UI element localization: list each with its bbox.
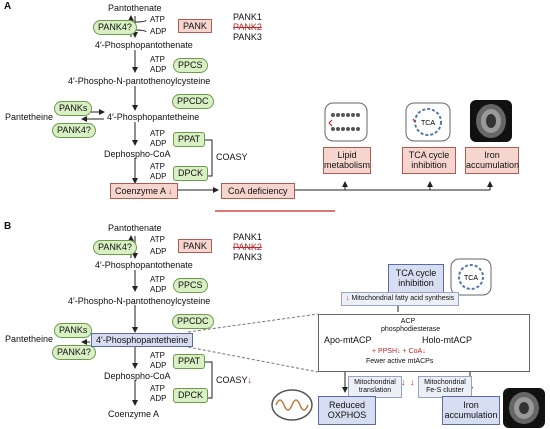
adp-label: ADP [150,27,167,36]
pantothenate-label: Pantothenate [108,223,162,233]
panel-a-label: A [4,1,12,12]
dephospho-coa-label: Dephospho-CoA [104,149,171,159]
phosphopantothenate-label: 4′-Phosphopantothenate [95,260,193,270]
pank-enzyme: PANK [178,19,212,34]
lipid-metabolism-box: Lipid metabolism [323,147,371,174]
pank-enzyme: PANK [178,239,212,254]
coenzyme-a-label: Coenzyme A [115,186,166,196]
adp-label: ADP [150,65,167,74]
pantetheine-label: Pantetheine [5,334,54,344]
pank4-enzyme: PANK4? [93,240,137,255]
adp-label: ADP [150,139,167,148]
mito-fas-box: ↓ Mitochondrial fatty acid synthesis [341,292,460,307]
atp-label: ATP [150,15,165,24]
pantetheine-label: Pantetheine [5,112,54,122]
adp-label: ADP [150,172,167,181]
pank1-label: PANK1 [233,232,262,242]
decrease-arrow: ↓ [346,295,350,302]
phosphopantothenate-label: 4′-Phosphopantothenate [95,40,193,50]
holo-mtacp-label: Holo-mtACP [422,335,473,345]
tca-icon-text: TCA [464,275,478,282]
pank4-enzyme: PANK4? [93,20,137,35]
coasy-label: COASY↓ [216,376,252,385]
coa-deficiency-box: CoA deficiency [221,183,295,200]
lipid-bilayer-icon [324,102,368,142]
ppsh-coa-label: + PPSH↓ + CoA↓ [372,348,426,355]
brain-mri-icon [470,100,512,142]
fewer-active-label: Fewer active mtACPs [366,358,434,365]
atp-label: ATP [150,235,165,244]
brain-mri-icon [503,388,545,428]
tca-cycle-icon: TCA [405,102,451,142]
pank4-enzyme: PANK4? [52,345,96,360]
mito-translation-box: Mitochondrial translation [348,376,402,399]
pank2-label: PANK2 [233,22,262,32]
decrease-arrow: ↓ [410,377,415,387]
decrease-arrow: ↓ [401,377,406,387]
tca-icon-text: TCA [421,120,435,127]
phosphopantetheine-label: 4′-Phosphopantetheine [107,112,200,122]
coenzyme-a-label: Coenzyme A [108,409,160,419]
ppcdc-enzyme: PPCDC [172,94,214,109]
ppcs-enzyme: PPCS [173,58,208,73]
phosphopantothenoylcysteine-label: 4′-Phospho-N-pantothenoylcysteine [68,296,211,306]
mito-acp-panel [318,314,530,372]
coasy-label: COASY [216,152,248,162]
adp-label: ADP [150,394,167,403]
iron-accumulation-box: Iron accumulation [442,396,500,425]
panks-enzyme: PANKs [54,323,93,338]
dpck-enzyme: DPCK [173,166,209,181]
acp-pde-label: ACP phosphodiesterase [381,318,441,334]
atp-label: ATP [150,384,165,393]
ppcs-enzyme: PPCS [173,278,208,293]
pank4-enzyme: PANK4? [52,123,96,138]
atp-label: ATP [150,55,165,64]
atp-label: ATP [150,129,165,138]
phosphopantothenoylcysteine-label: 4′-Phospho-N-pantothenoylcysteine [68,76,211,86]
coasy-text: COASY [216,375,248,385]
panks-enzyme: PANKs [54,101,93,116]
ppat-enzyme: PPAT [173,132,206,147]
panel-b-label: B [4,221,12,232]
mito-fas-label: Mitochondrial fatty acid synthesis [351,295,455,302]
pantothenate-label: Pantothenate [108,3,162,13]
iron-accumulation-box: Iron accumulation [465,147,519,174]
tca-inhibition-box: TCA cycle inhibition [388,264,444,293]
atp-label: ATP [150,162,165,171]
atp-label: ATP [150,275,165,284]
tca-cycle-icon: TCA [450,258,492,296]
decrease-arrow: ↓ [168,186,173,196]
decrease-arrow: ↓ [247,375,253,385]
pank1-label: PANK1 [233,12,262,22]
pank3-label: PANK3 [233,252,262,262]
coenzyme-a-box: Coenzyme A ↓ [110,183,178,200]
dpck-enzyme: DPCK [173,388,209,403]
mito-fes-box: Mitochondrial Fe-S cluster [418,376,472,399]
reduced-oxphos-box: Reduced OXPHOS [318,396,376,425]
ppat-enzyme: PPAT [173,354,206,369]
pank3-label: PANK3 [233,32,262,42]
ppcdc-enzyme: PPCDC [172,314,214,329]
adp-label: ADP [150,361,167,370]
dephospho-coa-label: Dephospho-CoA [104,371,171,381]
adp-label: ADP [150,285,167,294]
phosphopantetheine-highlight: 4′-Phosphopantetheine [91,333,194,348]
apo-mtacp-label: Apo-mtACP [324,335,372,345]
atp-label: ATP [150,351,165,360]
mitochondrion-icon [271,389,313,421]
adp-label: ADP [150,247,167,256]
pank2-label: PANK2 [233,242,262,252]
tca-inhibition-box: TCA cycle inhibition [402,147,456,174]
